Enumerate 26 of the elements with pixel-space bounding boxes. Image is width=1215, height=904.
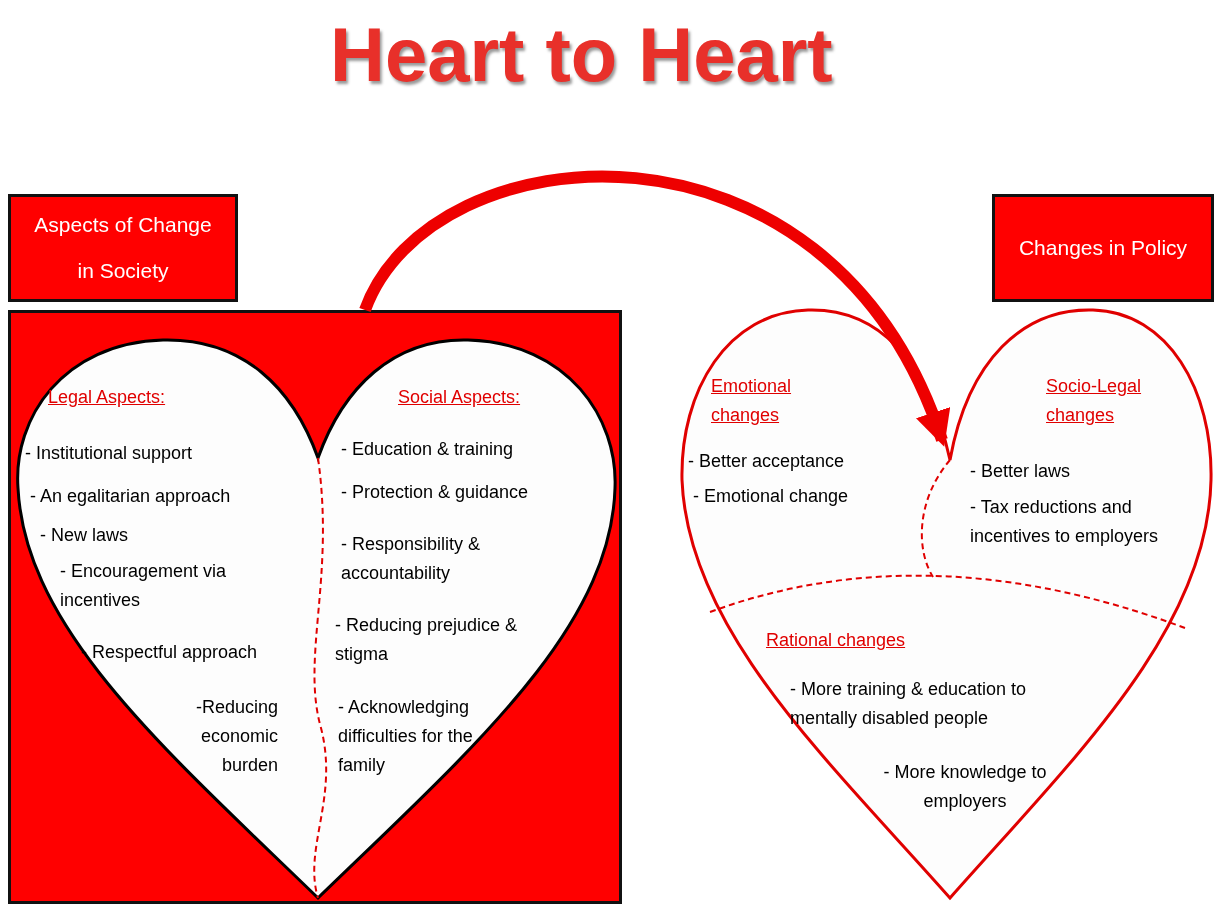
curved-arrow <box>359 171 948 447</box>
bullet-item: - Protection & guidance <box>341 481 530 504</box>
bullet-item: - An egalitarian approach <box>30 485 232 508</box>
bullet-item: - Better acceptance <box>688 450 846 473</box>
heading-banner: Changes in Policy <box>992 194 1214 302</box>
bullet-item: - Education & training <box>341 438 515 461</box>
section-heading: Emotional changes <box>711 375 793 427</box>
bullet-item: - Institutional support <box>25 442 194 465</box>
bullet-item: - Emotional change <box>693 485 850 508</box>
bullet-item: - New laws <box>40 524 129 547</box>
bullet-item: - Acknowledging difficulties for the family <box>338 696 474 777</box>
bullet-item: - More training & education to mentally disabled people <box>790 678 1028 730</box>
bullet-item: -Reducing economic burden <box>194 696 278 777</box>
section-heading: Rational changes <box>766 629 907 652</box>
bullet-item: - Encouragement via incentives <box>60 560 228 612</box>
heading-banner: Aspects of Change in Society <box>8 194 238 302</box>
bullet-item: - Responsibility & accountability <box>341 533 482 585</box>
title: Heart to Heart <box>330 11 833 99</box>
bullet-item: - Tax reductions and incentives to employers <box>970 496 1160 548</box>
section-heading: Social Aspects: <box>398 386 522 409</box>
bullet-item: - More knowledge to employers <box>882 761 1048 813</box>
section-heading: Socio-Legal changes <box>1046 375 1143 427</box>
bullet-item: - Better laws <box>970 460 1072 483</box>
bullet-item: - Respectful approach <box>81 641 259 664</box>
section-heading: Legal Aspects: <box>48 386 167 409</box>
bullet-item: - Reducing prejudice & stigma <box>335 614 519 666</box>
